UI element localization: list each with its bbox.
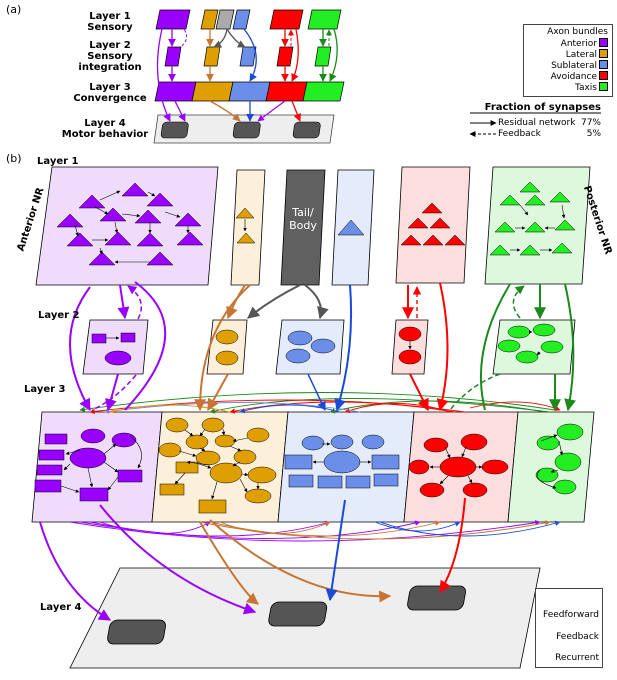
residual-network-value: 77%: [580, 118, 601, 128]
layer3-nodes: [34, 417, 584, 514]
lateral-swatch: [599, 49, 608, 58]
layer-1-title: Layer 1: [89, 11, 131, 22]
feedback-label: Feedback: [498, 129, 541, 139]
legend-item-lateral: Lateral: [566, 49, 608, 60]
legend-item-anterior: Anterior: [561, 38, 608, 49]
layer-4-title: Layer 4: [84, 118, 126, 129]
layer-1-subtitle: Sensory: [87, 22, 133, 33]
key-feedback-label: Feedback: [556, 632, 599, 642]
feedforward-arrows: [39, 281, 576, 621]
sublateral-swatch: [599, 60, 608, 69]
panel-a-schematic: [153, 9, 345, 144]
taxis-swatch: [599, 82, 608, 91]
legend-item-sublateral: Sublateral: [551, 60, 608, 71]
key-feedforward-label: Feedforward: [543, 610, 599, 620]
taxis-triangles: [489, 181, 576, 256]
motor-neurons: [107, 585, 466, 645]
layer-3-title: Layer 3: [89, 82, 131, 93]
layer3-panels: [31, 411, 595, 523]
panel-b-label: (b): [6, 152, 22, 165]
synapse-table-title: Fraction of synapses: [484, 102, 601, 113]
layer3-recurrent-top: [79, 392, 561, 415]
axon-bundle-legend: Axon bundles Anterior Lateral Sublateral…: [523, 24, 613, 97]
legend-item-avoidance: Avoidance: [551, 71, 608, 82]
layer-2-subtitle: Sensory integration: [78, 51, 142, 73]
layer2-edges: [106, 330, 541, 356]
b-layer-3-label: Layer 3: [24, 384, 66, 395]
b-layer-4-label: Layer 4: [40, 602, 82, 613]
layer-3-subtitle: Convergence: [73, 93, 147, 104]
anterior-swatch: [599, 38, 608, 47]
avoidance-triangles: [400, 202, 466, 246]
lateral-l1-triangles: [235, 207, 256, 244]
layer3-recurrent-bottom: [69, 520, 561, 542]
taxis-edges: [510, 204, 566, 252]
tail-body-label: Tail/ Body: [289, 206, 317, 232]
layer3-edges: [60, 428, 564, 500]
legend-title: Axon bundles: [547, 27, 608, 37]
anterior-triangles: [56, 182, 204, 266]
b-layer-2-label: Layer 2: [38, 310, 80, 321]
feedback-value: 5%: [586, 129, 601, 139]
arrow-key-legend: Feedforward Feedback Recurrent: [535, 588, 603, 668]
anterior-edges: [74, 190, 190, 264]
sublateral-l1-triangle: [337, 219, 365, 236]
legend-item-taxis: Taxis: [575, 82, 608, 93]
layer2-nodes: [91, 323, 564, 366]
layer-4-subtitle: Motor behavior: [61, 129, 149, 140]
key-recurrent-label: Recurrent: [555, 653, 599, 663]
layer-2-title: Layer 2: [89, 40, 131, 51]
b-layer-1-label: Layer 1: [37, 156, 79, 167]
avoidance-swatch: [599, 71, 608, 80]
residual-network-label: Residual network: [498, 118, 576, 128]
panel-a-label: (a): [6, 3, 22, 16]
